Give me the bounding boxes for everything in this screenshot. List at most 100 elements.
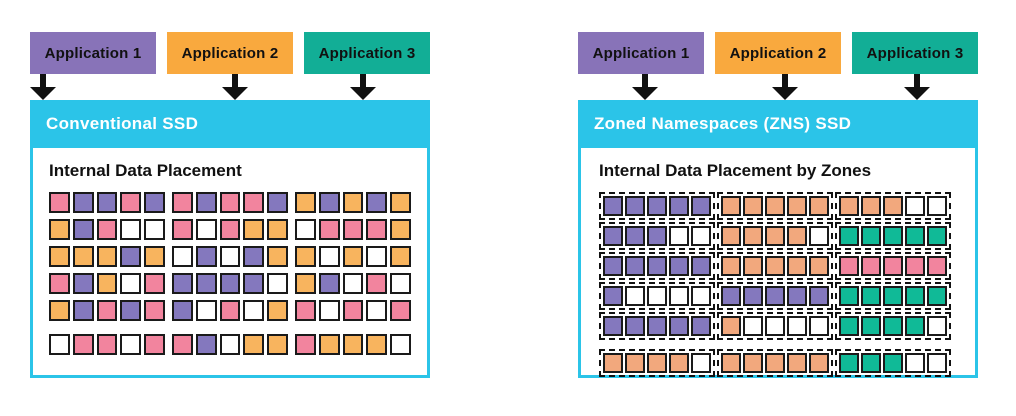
purple-data-block <box>72 219 94 240</box>
pink-data-block <box>839 256 859 276</box>
pink-data-block <box>171 192 193 213</box>
purple-data-block <box>625 226 645 246</box>
white-data-block <box>390 334 411 355</box>
white-data-block <box>927 353 947 373</box>
zone-row <box>599 222 957 250</box>
teal-data-block <box>861 286 881 306</box>
data-row <box>49 300 411 321</box>
orange-data-block <box>267 334 288 355</box>
down-arrow-icon <box>350 74 376 100</box>
white-data-block <box>905 196 925 216</box>
purple-data-block <box>625 196 645 216</box>
orange-data-block <box>721 196 741 216</box>
orange-data-block <box>765 226 785 246</box>
teal-data-block <box>883 286 903 306</box>
zone-box <box>835 252 951 280</box>
teal-data-block <box>839 316 859 336</box>
white-data-block <box>294 219 316 240</box>
right-arrow-zone <box>578 74 978 100</box>
orange-data-block <box>294 273 316 294</box>
purple-data-block <box>691 256 711 276</box>
teal-data-block <box>861 226 881 246</box>
orange-data-block <box>787 353 807 373</box>
orange-data-block <box>625 353 645 373</box>
purple-data-block <box>144 192 165 213</box>
pink-data-block <box>144 300 165 321</box>
white-data-block <box>809 316 829 336</box>
purple-data-block <box>809 286 829 306</box>
pink-data-block <box>905 256 925 276</box>
down-arrow-icon <box>222 74 248 100</box>
orange-data-block <box>318 334 340 355</box>
zone-box <box>717 252 833 280</box>
orange-data-block <box>390 192 411 213</box>
zone-box <box>835 282 951 310</box>
white-data-block <box>318 300 340 321</box>
purple-data-block <box>647 316 667 336</box>
orange-data-block <box>721 226 741 246</box>
pink-data-block <box>144 273 165 294</box>
internal-data-placement-grid <box>49 192 411 355</box>
pink-data-block <box>294 300 316 321</box>
orange-data-block <box>49 219 70 240</box>
purple-data-block <box>625 256 645 276</box>
orange-data-block <box>267 300 288 321</box>
conventional-ssd-title: Conventional SSD <box>46 114 199 133</box>
pink-data-block <box>219 192 241 213</box>
purple-data-block <box>72 300 94 321</box>
zone-box <box>717 192 833 220</box>
orange-data-block <box>603 353 623 373</box>
data-row <box>49 219 411 240</box>
pink-data-block <box>144 334 165 355</box>
white-data-block <box>927 196 947 216</box>
orange-data-block <box>267 246 288 267</box>
orange-data-block <box>861 196 881 216</box>
white-data-block <box>691 226 711 246</box>
zns-ssd-title: Zoned Namespaces (ZNS) SSD <box>594 114 852 133</box>
purple-data-block <box>195 246 217 267</box>
white-data-block <box>144 219 165 240</box>
teal-data-block <box>905 316 925 336</box>
teal-data-block <box>883 226 903 246</box>
purple-data-block <box>96 192 118 213</box>
purple-data-block <box>318 192 340 213</box>
down-arrow-icon <box>632 74 658 100</box>
white-data-block <box>267 273 288 294</box>
orange-data-block <box>144 246 165 267</box>
left-application-row: Application 1 Application 2 Application … <box>30 32 430 74</box>
pink-data-block <box>96 334 118 355</box>
pink-data-block <box>72 334 94 355</box>
pink-data-block <box>171 219 193 240</box>
white-data-block <box>647 286 667 306</box>
white-data-block <box>366 246 388 267</box>
purple-data-block <box>219 273 241 294</box>
white-data-block <box>625 286 645 306</box>
orange-data-block <box>765 256 785 276</box>
zone-row <box>599 282 957 310</box>
white-data-block <box>743 316 763 336</box>
purple-data-block <box>120 246 142 267</box>
purple-data-block <box>195 192 217 213</box>
pink-data-block <box>120 192 142 213</box>
purple-data-block <box>603 196 623 216</box>
purple-data-block <box>721 286 741 306</box>
left-application-1-box: Application 1 <box>30 32 156 74</box>
teal-data-block <box>883 353 903 373</box>
orange-data-block <box>787 226 807 246</box>
white-data-block <box>691 286 711 306</box>
right-application-1-box: Application 1 <box>578 32 704 74</box>
teal-data-block <box>839 353 859 373</box>
purple-data-block <box>603 226 623 246</box>
orange-data-block <box>721 316 741 336</box>
orange-data-block <box>839 196 859 216</box>
purple-data-block <box>787 286 807 306</box>
pink-data-block <box>49 192 70 213</box>
pink-data-block <box>883 256 903 276</box>
conventional-ssd-diagram: Application 1 Application 2 Application … <box>30 32 430 378</box>
pink-data-block <box>342 219 364 240</box>
purple-data-block <box>669 256 689 276</box>
orange-data-block <box>721 256 741 276</box>
orange-data-block <box>809 353 829 373</box>
teal-data-block <box>883 316 903 336</box>
